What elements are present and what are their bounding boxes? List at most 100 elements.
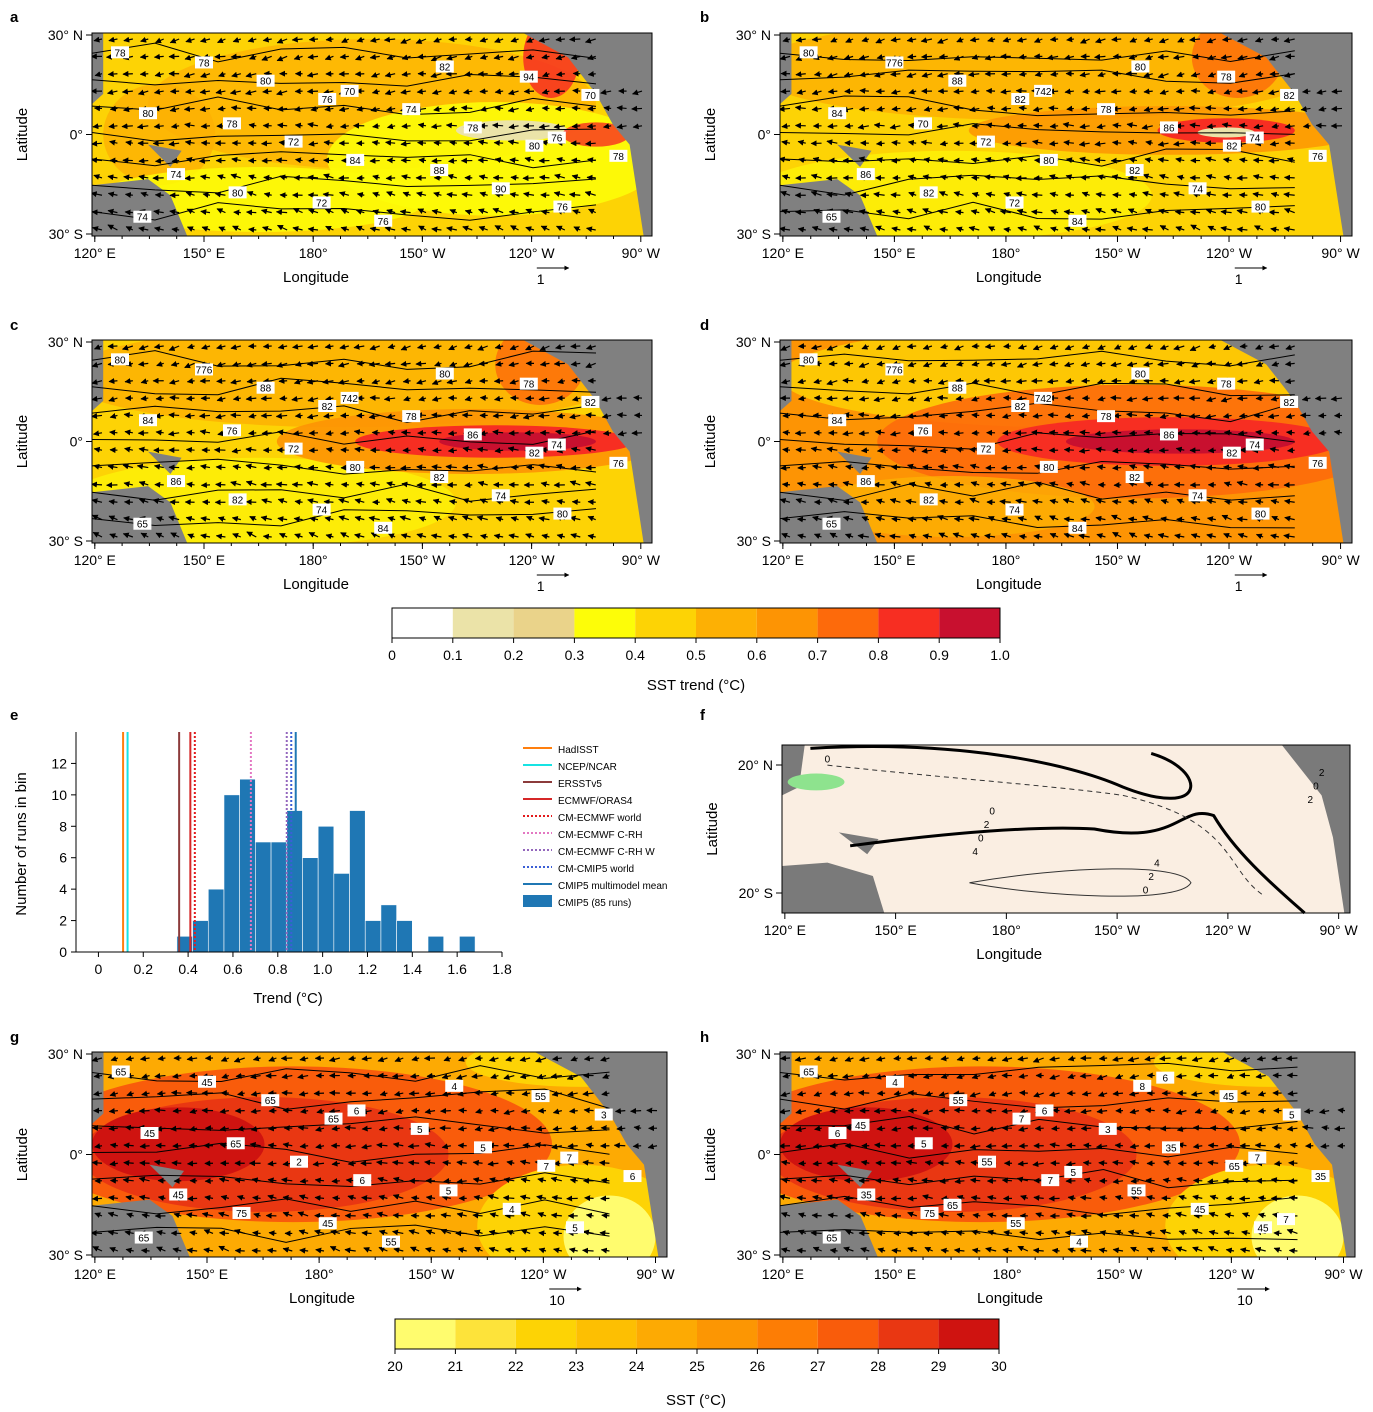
f-contour-label: 2 xyxy=(984,820,990,831)
colorbar-tick-label: 0.3 xyxy=(565,647,585,663)
wind-vector xyxy=(310,105,319,112)
wind-vector xyxy=(1285,1055,1298,1062)
contour-label: 74 xyxy=(170,170,182,181)
wind-vector xyxy=(1081,191,1090,198)
wind-vector xyxy=(1284,123,1295,130)
y-tick-label: 30° S xyxy=(737,226,771,242)
x-axis-label: Longitude xyxy=(976,269,1042,286)
wind-vector xyxy=(140,191,149,198)
x-tick-label: 150° W xyxy=(399,552,446,568)
colorbar-tick-label: 0.4 xyxy=(625,647,645,663)
wind-vector xyxy=(109,139,118,146)
wind-vector xyxy=(267,1160,277,1167)
wind-vector xyxy=(324,360,334,367)
wind-vector xyxy=(361,1194,372,1201)
wind-vector xyxy=(433,37,442,43)
map-panel-d: 8082828280848080888686848272747767876747… xyxy=(702,334,1360,594)
wind-vector xyxy=(417,122,427,129)
wind-vector xyxy=(1049,36,1059,43)
contour-label: 5 xyxy=(446,1186,452,1197)
contour-label: 82 xyxy=(529,449,541,460)
contour-label: 6 xyxy=(354,1106,360,1117)
wind-vector xyxy=(262,88,272,95)
wind-vector xyxy=(616,105,627,112)
wind-vector xyxy=(107,174,118,181)
x-tick-label: 180° xyxy=(993,1266,1022,1282)
wind-vector xyxy=(510,36,519,43)
wind-vector xyxy=(185,156,195,163)
wind-vector xyxy=(541,88,550,95)
wind-vector xyxy=(138,226,149,233)
wind-vector xyxy=(507,106,519,113)
y-axis-label: Latitude xyxy=(704,802,721,855)
wind-vector xyxy=(1143,106,1153,113)
contour-label: 80 xyxy=(557,510,569,521)
y-tick-label: 10 xyxy=(51,787,67,803)
wind-vector xyxy=(537,412,550,419)
contour-label: 65 xyxy=(947,1201,959,1212)
hist-bar xyxy=(427,935,445,953)
wind-vector xyxy=(616,1125,626,1132)
wind-vector xyxy=(339,53,349,60)
wind-vector xyxy=(1269,106,1280,113)
wind-vector xyxy=(1128,54,1138,60)
wind-vector xyxy=(262,343,272,350)
wind-vector xyxy=(417,139,427,146)
wind-vector xyxy=(275,157,288,164)
colorbar-swatch xyxy=(878,608,940,638)
wind-vector xyxy=(572,209,581,215)
wind-vector xyxy=(278,377,288,384)
wind-vector xyxy=(138,174,149,181)
wind-vector xyxy=(1237,54,1248,61)
wind-vector xyxy=(426,1072,436,1079)
wind-vector xyxy=(1337,1107,1346,1114)
wind-vector xyxy=(780,1055,791,1062)
x-tick-label: 120° E xyxy=(74,552,116,568)
legend-label: ERSSTv5 xyxy=(558,779,602,790)
land-americas xyxy=(523,33,652,236)
contour-label: 86 xyxy=(860,477,872,488)
wind-vector xyxy=(479,394,488,401)
wind-vector xyxy=(1097,71,1106,78)
colorbar-tick-label: 0.9 xyxy=(929,647,949,663)
wind-vector xyxy=(325,123,334,130)
wind-vector xyxy=(216,378,226,384)
colorbar-swatch xyxy=(392,608,453,638)
wind-vector xyxy=(260,395,272,402)
wind-vector xyxy=(1236,378,1248,385)
y-tick-label: 0° xyxy=(758,434,771,450)
x-tick-label: 150° E xyxy=(186,1266,228,1282)
contour-label-box xyxy=(346,153,365,166)
colorbar-tick-label: 28 xyxy=(870,1358,886,1374)
wind-vector xyxy=(186,226,195,232)
x-tick-label: 150° E xyxy=(875,922,917,938)
contour-label: 82 xyxy=(1015,95,1027,106)
wind-vector xyxy=(1236,395,1248,402)
wind-vector xyxy=(859,87,869,94)
panel-label-b: b xyxy=(700,9,709,26)
wind-vector xyxy=(556,225,566,232)
wind-vector xyxy=(400,140,411,147)
wind-vector xyxy=(1080,516,1090,523)
wind-vector xyxy=(971,191,980,198)
wind-vector xyxy=(1066,105,1074,112)
x-tick-label: 0.4 xyxy=(178,961,198,977)
wind-vector xyxy=(323,89,334,95)
contour-label: 742 xyxy=(341,394,358,405)
y-tick-label: 20° N xyxy=(738,757,773,773)
wind-vector xyxy=(92,1195,103,1202)
contour-label: 65 xyxy=(803,1068,815,1079)
wind-vector xyxy=(187,1195,198,1202)
wind-vector xyxy=(952,122,964,128)
wind-vector xyxy=(780,54,791,61)
contour-label: 65 xyxy=(265,1096,277,1107)
wind-vector xyxy=(600,1177,610,1184)
contour-label: 72 xyxy=(316,199,328,210)
wind-vector xyxy=(526,37,535,43)
wind-vector xyxy=(431,208,442,215)
wind-vector xyxy=(356,377,365,384)
wind-vector xyxy=(890,89,901,95)
wind-vector xyxy=(464,71,473,78)
contour-label: 82 xyxy=(923,495,935,506)
wind-vector xyxy=(953,1107,965,1114)
